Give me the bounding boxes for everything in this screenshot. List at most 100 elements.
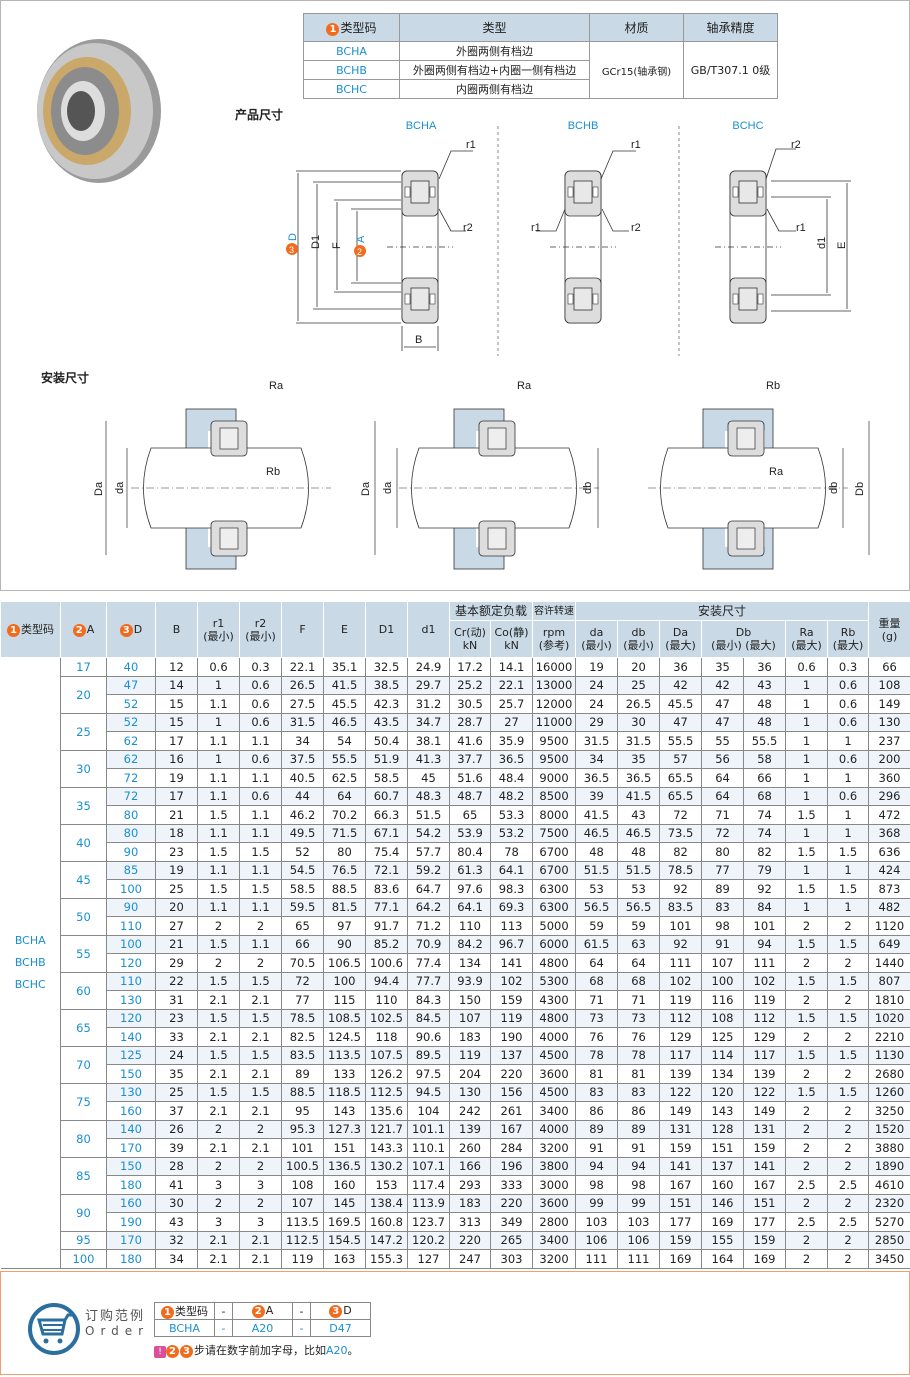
cell: 100.5 [281, 1157, 324, 1176]
cell: 113 [490, 916, 534, 936]
cell: 1890 [868, 1157, 910, 1176]
cell: 35 [60, 787, 107, 825]
cell: 119 [743, 990, 787, 1010]
cell: 47 [701, 713, 745, 732]
cell: 166 [449, 1157, 491, 1176]
cell: 349 [490, 1212, 534, 1232]
cell: 2.1 [239, 1231, 282, 1250]
separator: - [292, 1319, 311, 1337]
cell: 108.5 [323, 1009, 366, 1028]
cell: 48.4 [490, 768, 534, 788]
cell: 130 [449, 1083, 491, 1102]
cell: 137 [490, 1046, 534, 1065]
label-r1: r1 [796, 222, 806, 234]
badge-3: 3 [289, 245, 294, 255]
cell: 35 [617, 750, 661, 769]
cell: 1.1 [239, 731, 282, 751]
cell: 196 [490, 1157, 534, 1176]
cell: 26.5 [281, 676, 324, 695]
cell: 237 [868, 731, 910, 751]
cell: 68 [575, 972, 619, 991]
cell: 2 [197, 1157, 240, 1176]
cell: 77.1 [365, 898, 408, 917]
cell: 67.1 [365, 824, 408, 843]
cell: 147.2 [365, 1231, 408, 1250]
type-code: BCHA [303, 41, 400, 61]
cell: 74 [743, 805, 787, 825]
cell: 27 [490, 713, 534, 732]
cell: 2 [785, 1249, 829, 1269]
cell: 99 [617, 1194, 661, 1213]
cell: 2.1 [239, 1064, 282, 1084]
cell: 85 [60, 1157, 107, 1195]
col-r1: r1(最小) [197, 601, 240, 658]
label-A: A [355, 235, 367, 243]
cell: 58.5 [365, 768, 408, 788]
cell: 3 [197, 1212, 240, 1232]
cell: 31 [155, 990, 198, 1010]
cell: 46.5 [575, 824, 619, 843]
cell: 2.1 [239, 1027, 282, 1047]
cell: 29.7 [407, 676, 450, 695]
cell: 62.5 [323, 768, 366, 788]
cell: 1.5 [197, 935, 240, 954]
cell: 92 [743, 879, 787, 899]
cell: 2.5 [827, 1212, 870, 1232]
cell: 25 [155, 1083, 198, 1102]
cell: 41 [155, 1175, 198, 1195]
cell: 90.6 [407, 1027, 450, 1047]
cell: 1.5 [827, 879, 870, 899]
cell: 66 [743, 768, 787, 788]
cell: 113.5 [323, 1046, 366, 1065]
cell: 44 [281, 787, 324, 806]
separator: - [214, 1319, 233, 1337]
drawing-title-bcha: BCHA [406, 120, 437, 132]
cell: 26 [155, 1120, 198, 1139]
cell: 48.2 [490, 787, 534, 806]
cell: 36.5 [617, 768, 661, 788]
cell: 220 [490, 1194, 534, 1213]
cell: 17 [60, 657, 107, 677]
label-db: db [582, 482, 594, 494]
col-install-group: 安装尺寸 [575, 601, 870, 621]
cell: 2 [785, 1101, 829, 1121]
cell: 2 [785, 953, 829, 973]
drawing-title-bchc: BCHC [732, 120, 763, 132]
cell: 36 [743, 657, 787, 677]
cell: 85.2 [365, 935, 408, 954]
cell: 1120 [868, 916, 910, 936]
cell: 1 [785, 898, 829, 917]
cell: 96.7 [490, 935, 534, 954]
cell: 1810 [868, 990, 910, 1010]
cell: 1130 [868, 1046, 910, 1065]
cell: 167 [743, 1175, 787, 1195]
cell: 169 [701, 1212, 745, 1232]
header-material: 材质 [589, 13, 684, 42]
cell: 107.5 [365, 1046, 408, 1065]
cell: 131 [659, 1120, 703, 1139]
cell: 2 [827, 990, 870, 1010]
cell: 42 [701, 676, 745, 695]
cell: 72.1 [365, 861, 408, 880]
cell: 94 [743, 935, 787, 954]
cell: 71.5 [323, 824, 366, 843]
type-desc: 内圈两侧有档边 [399, 79, 590, 99]
cell: 129 [659, 1027, 703, 1047]
cell: 1.1 [197, 898, 240, 917]
cell: 79 [743, 861, 787, 880]
badge-2: 2 [72, 623, 86, 637]
cell: 0.6 [827, 787, 870, 806]
cell: 2 [785, 1157, 829, 1176]
cell: 1020 [868, 1009, 910, 1028]
cell: 111 [575, 1249, 619, 1269]
cell: 88.5 [323, 879, 366, 899]
cell: 15 [155, 713, 198, 732]
cell: 45.5 [659, 694, 703, 714]
cell: 130.2 [365, 1157, 408, 1176]
cell: 73 [575, 1009, 619, 1028]
cell: 38.5 [365, 676, 408, 695]
